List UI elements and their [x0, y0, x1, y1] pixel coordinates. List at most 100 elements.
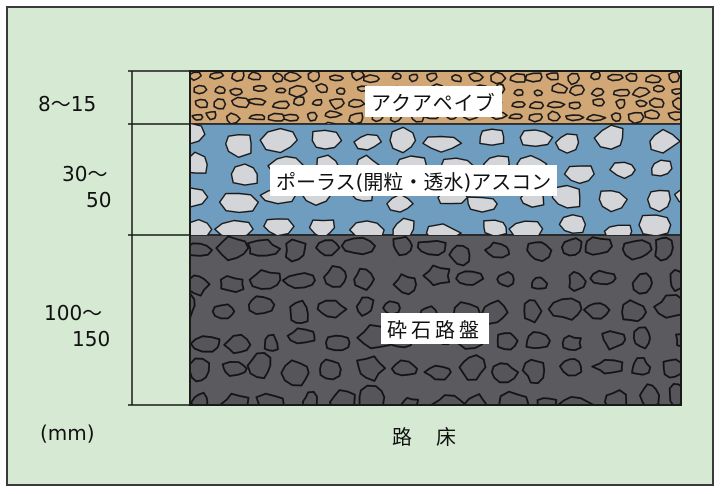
aggregate-stone [591, 359, 624, 375]
aggregate-stone [498, 390, 530, 405]
aggregate-stone [519, 129, 554, 147]
aggregate-stone [631, 272, 653, 295]
aggregate-stone [391, 72, 402, 81]
aggregate-stone [271, 100, 290, 110]
aggregate-stone [645, 74, 662, 84]
aggregate-stone [353, 133, 382, 151]
aggregate-stone [190, 242, 213, 257]
aggregate-stone [286, 327, 316, 345]
aggregate-stone [425, 223, 462, 235]
aggregate-stone [590, 87, 605, 98]
aggregate-stone [554, 133, 580, 154]
thickness-surface: 8〜15 [38, 92, 97, 116]
aggregate-stone [673, 188, 681, 203]
aggregate-stone [272, 72, 284, 83]
aggregate-stone [651, 159, 673, 177]
aggregate-stone [324, 110, 343, 119]
aggregate-stone [565, 114, 585, 122]
aggregate-stone [408, 73, 419, 83]
aggregate-stone [547, 297, 583, 321]
aggregate-stone [329, 389, 356, 405]
aggregate-stone [316, 299, 348, 319]
aggregate-stone [315, 83, 329, 94]
aggregate-stone [589, 269, 617, 286]
aggregate-stone [190, 391, 209, 405]
aggregate-stone [607, 73, 624, 82]
aggregate-stone [191, 113, 204, 121]
aggregate-stone [639, 383, 660, 405]
aggregate-stone [632, 326, 651, 350]
aggregate-stone [631, 357, 652, 376]
aggregate-stone [306, 111, 318, 122]
aggregate-stone [280, 359, 310, 387]
aggregate-stone [319, 358, 342, 381]
aggregate-stone [545, 72, 559, 81]
aggregate-stone [390, 359, 418, 377]
surface-layer-label: アクアペイブ [365, 86, 502, 117]
aggregate-stone [301, 390, 318, 405]
aggregate-stone [353, 267, 375, 291]
aggregate-stone [221, 361, 248, 377]
aggregate-stone [586, 113, 607, 122]
aggregate-stone [468, 72, 484, 82]
aggregate-stone [247, 238, 282, 257]
aggregate-stone [652, 84, 666, 93]
aggregate-stone [451, 74, 462, 83]
aggregate-stone [230, 163, 258, 186]
aggregate-stone [684, 222, 708, 243]
aggregate-stone [263, 333, 279, 352]
aggregate-stone [567, 72, 581, 86]
aggregate-stone [190, 335, 221, 353]
base-layer-label: 砕石路盤 [381, 313, 489, 344]
aggregate-stone [615, 98, 626, 110]
aggregate-stone [458, 354, 487, 381]
aggregate-stone [609, 161, 636, 180]
aggregate-stone [422, 135, 463, 153]
aggregate-stone [292, 96, 305, 107]
aggregate-stone [612, 88, 631, 97]
aggregate-stone [214, 219, 254, 235]
aggregate-stone [392, 217, 415, 235]
aggregate-stone [392, 273, 417, 296]
aggregate-stone [190, 274, 211, 297]
aggregate-stone [509, 73, 526, 83]
aggregate-stone [215, 235, 250, 262]
aggregate-stone [323, 121, 337, 124]
aggregate-stone [340, 236, 376, 256]
aggregate-stone [631, 86, 651, 98]
aggregate-stone [416, 240, 447, 257]
thickness-base-line2: 150 [72, 327, 111, 351]
aggregate-stone [358, 384, 386, 405]
aggregate-stone [496, 332, 519, 351]
aggregate-stone [662, 358, 681, 379]
aggregate-stone [526, 241, 553, 262]
aggregate-stone [601, 330, 627, 351]
aggregate-stone [675, 333, 681, 348]
aggregate-stone [568, 84, 585, 97]
aggregate-stone [646, 189, 672, 213]
aggregate-stone [533, 89, 544, 97]
aggregate-stone [568, 270, 587, 292]
aggregate-stone [547, 110, 561, 122]
aggregate-stone [194, 98, 209, 109]
aggregate-stone [496, 271, 515, 288]
aggregate-stone [598, 190, 628, 213]
dimension-lines [128, 70, 190, 406]
aggregate-stone [563, 165, 595, 185]
aggregate-stone [281, 272, 316, 289]
aggregate-stone [484, 241, 510, 259]
aggregate-stone [267, 112, 287, 122]
aggregate-stone [654, 236, 674, 262]
aggregate-stone [225, 112, 241, 124]
aggregate-stone [263, 218, 295, 235]
aggregate-stone [490, 362, 520, 384]
aggregate-stone [508, 220, 544, 235]
aggregate-stone [525, 331, 551, 349]
aggregate-stone [284, 238, 307, 263]
aggregate-stone [635, 99, 648, 108]
aggregate-stone [211, 303, 236, 320]
subgrade-label: 路 床 [392, 425, 458, 449]
aggregate-stone [284, 71, 302, 83]
aggregate-stone [248, 113, 266, 121]
aggregate-stone [355, 296, 375, 317]
